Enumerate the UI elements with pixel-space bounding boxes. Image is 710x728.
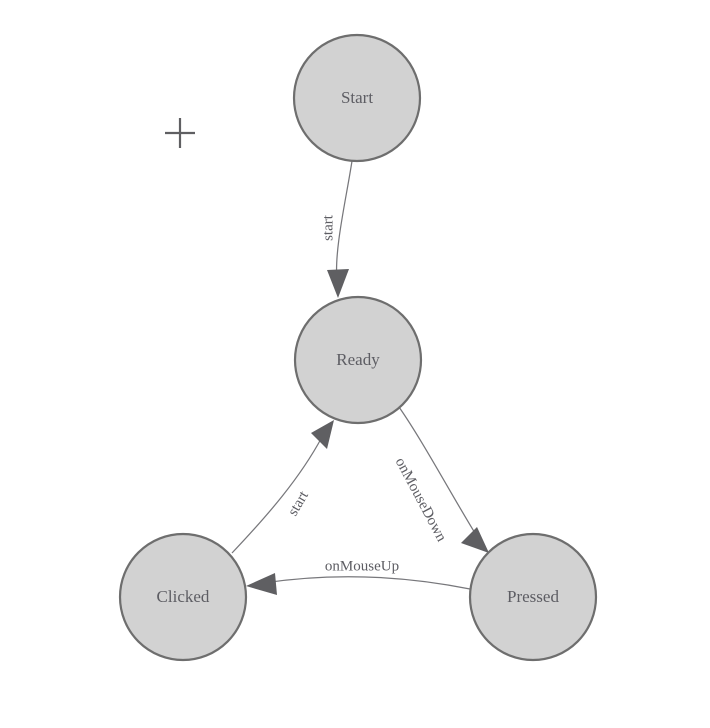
edge-path-start-to-ready[interactable] [335, 160, 353, 282]
arrowhead-into-ready-from-start [327, 269, 349, 298]
node-pressed[interactable]: Pressed [468, 532, 598, 662]
arrowhead-into-clicked [246, 573, 277, 595]
edge-path-pressed-to-clicked[interactable] [262, 576, 471, 590]
edge-label-ready-to-pressed: onMouseDown [392, 455, 450, 545]
arrowhead-into-ready-from-clicked [311, 420, 334, 449]
edge-label-pressed-to-clicked: onMouseUp [325, 558, 399, 574]
edge-pressed-to-clicked[interactable]: onMouseUp [246, 558, 471, 595]
node-label-clicked: Clicked [157, 587, 210, 606]
edge-clicked-to-ready[interactable]: start [231, 420, 334, 554]
node-label-pressed: Pressed [507, 587, 559, 606]
arrowhead-into-pressed [461, 527, 489, 553]
node-circle-ready[interactable] [293, 295, 423, 425]
node-circle-pressed[interactable] [468, 532, 598, 662]
node-clicked[interactable]: Clicked [118, 532, 248, 662]
plus-marker[interactable] [165, 118, 195, 148]
node-circle-clicked[interactable] [118, 532, 248, 662]
edge-start-to-ready[interactable]: start [320, 160, 353, 298]
edge-path-clicked-to-ready[interactable] [231, 436, 323, 554]
edge-label-clicked-to-ready: start [285, 488, 312, 519]
edge-label-start-to-ready: start [320, 214, 336, 241]
node-circle-start[interactable] [292, 33, 422, 163]
node-label-start: Start [341, 88, 373, 107]
edge-path-ready-to-pressed[interactable] [398, 406, 479, 539]
node-start[interactable]: Start [292, 33, 422, 163]
edge-ready-to-pressed[interactable]: onMouseDown [392, 406, 489, 553]
node-ready[interactable]: Ready [293, 295, 423, 425]
node-label-ready: Ready [336, 350, 380, 369]
